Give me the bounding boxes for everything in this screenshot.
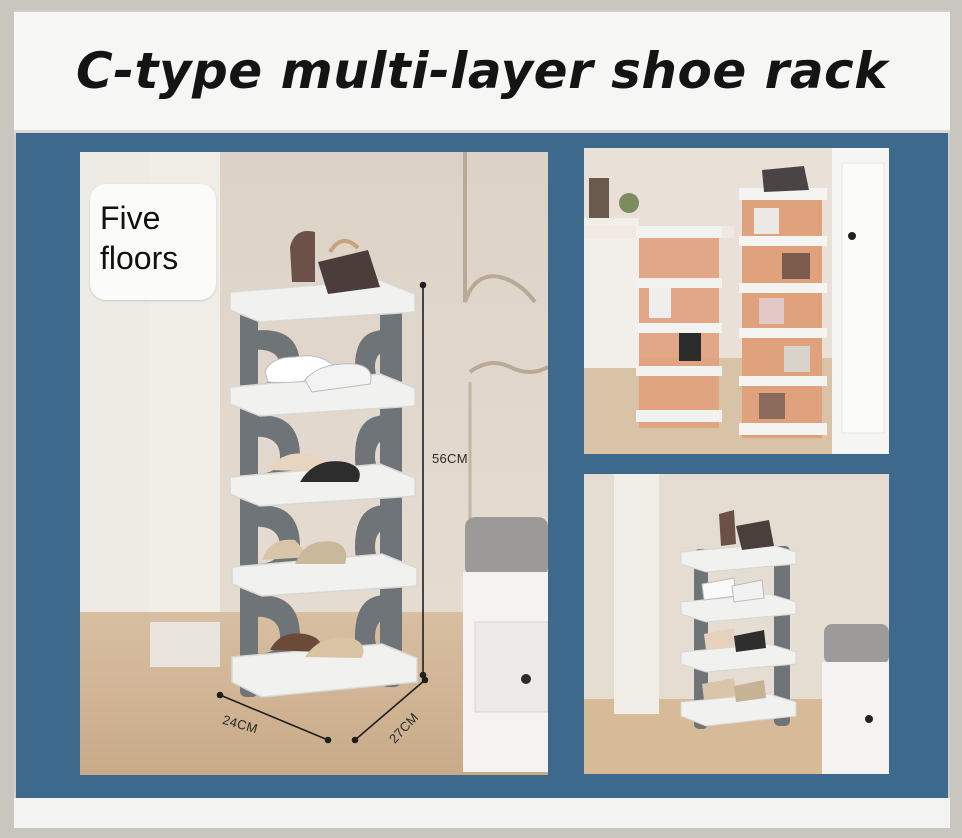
height-dimension-label: 56CM <box>432 451 468 466</box>
bottom-band <box>14 798 950 828</box>
product-title: C-type multi-layer shoe rack <box>76 42 888 100</box>
badge-line-1: Five <box>100 200 161 236</box>
secondary-photo-color-variants <box>584 148 889 454</box>
title-banner: C-type multi-layer shoe rack <box>14 12 950 133</box>
five-floors-badge: Five floors <box>90 184 216 300</box>
secondary-photo-four-tier <box>584 474 889 774</box>
badge-line-2: floors <box>100 240 179 276</box>
